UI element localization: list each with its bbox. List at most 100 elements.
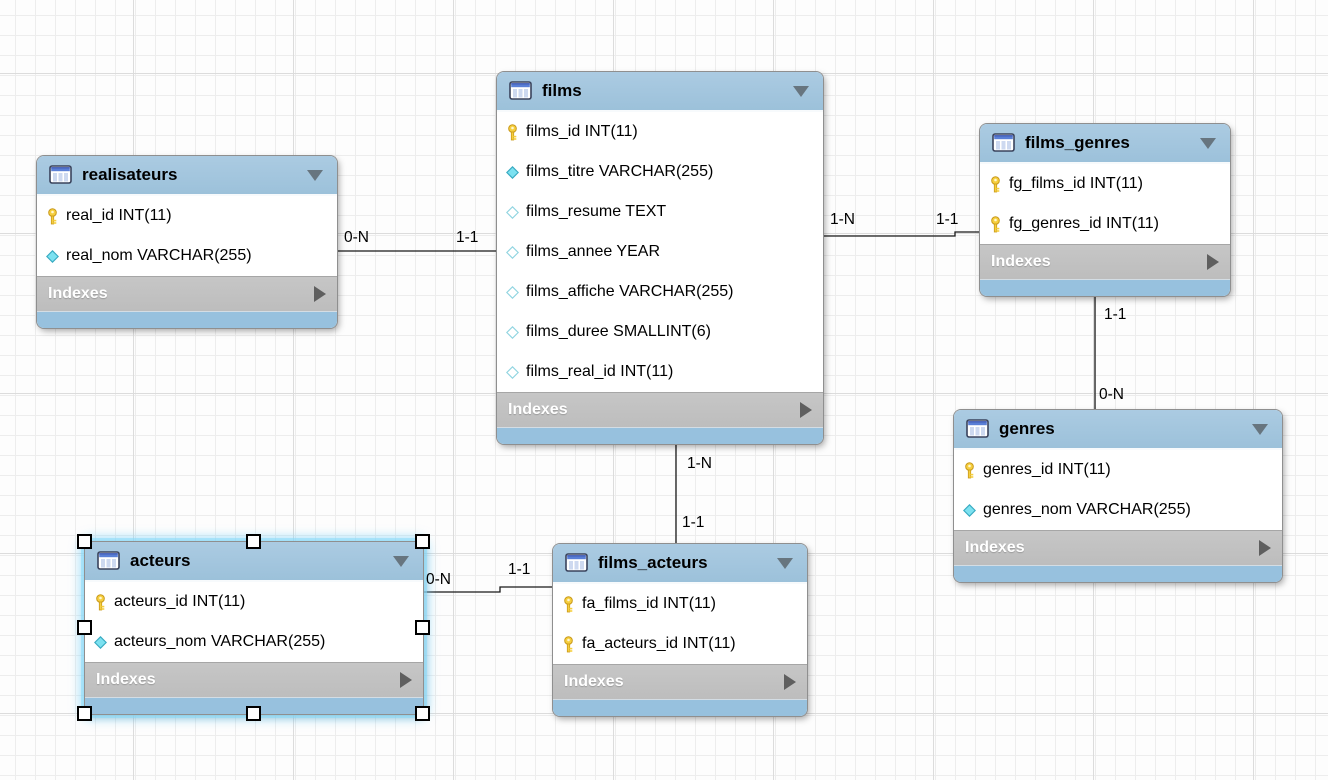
- column-row[interactable]: films_titre VARCHAR(255): [497, 152, 823, 192]
- selection-handle-nw[interactable]: [77, 534, 92, 549]
- selection-handle-se[interactable]: [415, 706, 430, 721]
- diamond-filled-icon: [962, 503, 976, 517]
- primary-key-icon: [561, 635, 575, 653]
- column-row[interactable]: films_resume TEXT: [497, 192, 823, 232]
- table-title: films: [542, 81, 582, 100]
- column-row[interactable]: fg_films_id INT(11): [980, 164, 1230, 204]
- column-row[interactable]: films_id INT(11): [497, 112, 823, 152]
- column-label: films_annee YEAR: [526, 243, 660, 260]
- table-header[interactable]: films_acteurs: [553, 544, 807, 584]
- column-label: real_id INT(11): [66, 207, 172, 224]
- relationship-line-acteurs-films_acteurs[interactable]: [423, 586, 553, 593]
- column-label: genres_id INT(11): [983, 461, 1111, 478]
- table-header[interactable]: films_genres: [980, 124, 1230, 164]
- expand-arrow-icon: [1207, 254, 1219, 270]
- column-row[interactable]: films_affiche VARCHAR(255): [497, 272, 823, 312]
- diamond-hollow-icon: [505, 285, 519, 299]
- column-row[interactable]: fg_genres_id INT(11): [980, 204, 1230, 244]
- cardinality-label: 1-1: [456, 229, 479, 246]
- table-footer: [497, 427, 823, 444]
- table-title: films_acteurs: [598, 553, 708, 572]
- cardinality-label: 0-N: [344, 229, 369, 246]
- indexes-section[interactable]: Indexes: [37, 276, 337, 311]
- column-row[interactable]: genres_nom VARCHAR(255): [954, 490, 1282, 530]
- collapse-triangle-icon[interactable]: [307, 169, 323, 181]
- table-header[interactable]: realisateurs: [37, 156, 337, 196]
- collapse-triangle-icon[interactable]: [777, 557, 793, 569]
- table-node-films[interactable]: films films_id INT(11) films_titre VARCH…: [497, 72, 823, 444]
- table-title: films_genres: [1025, 133, 1130, 152]
- indexes-section[interactable]: Indexes: [497, 392, 823, 427]
- selection-handle-ne[interactable]: [415, 534, 430, 549]
- diamond-filled-icon: [93, 635, 107, 649]
- primary-key-icon: [45, 207, 59, 225]
- indexes-label: Indexes: [991, 253, 1051, 270]
- column-row[interactable]: films_annee YEAR: [497, 232, 823, 272]
- column-label: films_affiche VARCHAR(255): [526, 283, 734, 300]
- indexes-section[interactable]: Indexes: [980, 244, 1230, 279]
- expand-arrow-icon: [784, 674, 796, 690]
- cardinality-label: 1-1: [508, 561, 531, 578]
- relationship-line-films-films_genres[interactable]: [823, 231, 980, 237]
- column-row[interactable]: real_id INT(11): [37, 196, 337, 236]
- table-title: acteurs: [130, 551, 191, 570]
- diamond-filled-icon: [45, 249, 59, 263]
- table-node-genres[interactable]: genres genres_id INT(11) genres_nom VARC…: [954, 410, 1282, 582]
- selection-handle-s[interactable]: [246, 706, 261, 721]
- selection-handle-w[interactable]: [77, 620, 92, 635]
- table-node-films_genres[interactable]: films_genres fg_films_id INT(11) fg_genr…: [980, 124, 1230, 296]
- indexes-section[interactable]: Indexes: [954, 530, 1282, 565]
- column-row[interactable]: real_nom VARCHAR(255): [37, 236, 337, 276]
- column-row[interactable]: films_real_id INT(11): [497, 352, 823, 392]
- column-label: fg_films_id INT(11): [1009, 175, 1143, 192]
- selection-handle-sw[interactable]: [77, 706, 92, 721]
- column-label: acteurs_id INT(11): [114, 593, 246, 610]
- column-row[interactable]: fa_acteurs_id INT(11): [553, 624, 807, 664]
- expand-arrow-icon: [800, 402, 812, 418]
- column-row[interactable]: genres_id INT(11): [954, 450, 1282, 490]
- column-row[interactable]: fa_films_id INT(11): [553, 584, 807, 624]
- column-label: fg_genres_id INT(11): [1009, 215, 1159, 232]
- selection-handle-n[interactable]: [246, 534, 261, 549]
- table-header[interactable]: genres: [954, 410, 1282, 450]
- table-node-films_acteurs[interactable]: films_acteurs fa_films_id INT(11) fa_act…: [553, 544, 807, 716]
- table-node-realisateurs[interactable]: realisateurs real_id INT(11) real_nom VA…: [37, 156, 337, 328]
- table-footer: [37, 311, 337, 328]
- indexes-section[interactable]: Indexes: [553, 664, 807, 699]
- column-row[interactable]: acteurs_nom VARCHAR(255): [85, 622, 423, 662]
- cardinality-label: 1-1: [936, 211, 959, 228]
- expand-arrow-icon: [400, 672, 412, 688]
- expand-arrow-icon: [314, 286, 326, 302]
- column-label: films_id INT(11): [526, 123, 638, 140]
- table-footer: [954, 565, 1282, 582]
- column-label: fa_films_id INT(11): [582, 595, 716, 612]
- table-node-acteurs[interactable]: acteurs acteurs_id INT(11) acteurs_nom V…: [85, 542, 423, 714]
- diamond-hollow-icon: [505, 245, 519, 259]
- column-row[interactable]: films_duree SMALLINT(6): [497, 312, 823, 352]
- table-icon: [97, 551, 121, 571]
- primary-key-icon: [561, 595, 575, 613]
- table-footer: [980, 279, 1230, 296]
- selection-handle-e[interactable]: [415, 620, 430, 635]
- collapse-triangle-icon[interactable]: [393, 555, 409, 567]
- indexes-section[interactable]: Indexes: [85, 662, 423, 697]
- indexes-label: Indexes: [96, 671, 156, 688]
- collapse-triangle-icon[interactable]: [1200, 137, 1216, 149]
- table-footer: [553, 699, 807, 716]
- column-label: films_duree SMALLINT(6): [526, 323, 711, 340]
- expand-arrow-icon: [1259, 540, 1271, 556]
- table-header[interactable]: films: [497, 72, 823, 112]
- column-label: films_resume TEXT: [526, 203, 667, 220]
- primary-key-icon: [505, 123, 519, 141]
- collapse-triangle-icon[interactable]: [793, 85, 809, 97]
- cardinality-label: 0-N: [1099, 386, 1124, 403]
- table-icon: [966, 419, 990, 439]
- cardinality-label: 1-N: [687, 455, 712, 472]
- table-icon: [509, 81, 533, 101]
- primary-key-icon: [962, 461, 976, 479]
- collapse-triangle-icon[interactable]: [1252, 423, 1268, 435]
- primary-key-icon: [988, 215, 1002, 233]
- column-row[interactable]: acteurs_id INT(11): [85, 582, 423, 622]
- column-label: real_nom VARCHAR(255): [66, 247, 252, 264]
